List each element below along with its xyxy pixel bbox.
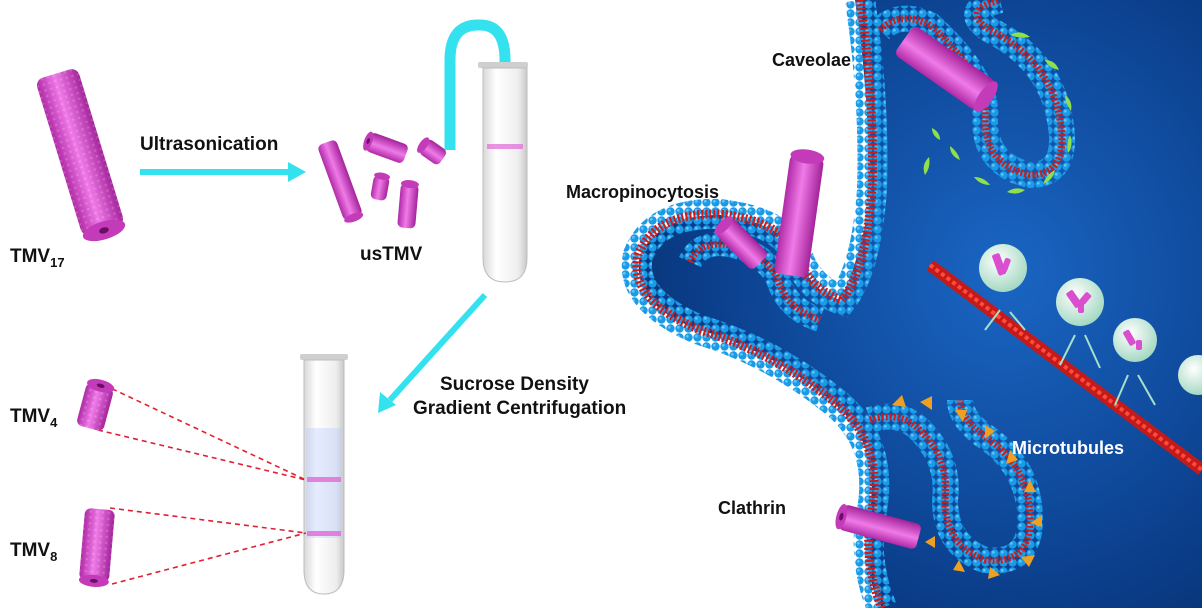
ultrasonication-label: Ultrasonication [140, 134, 278, 155]
fragment-rod-icon [361, 130, 409, 164]
tmv4-rod-icon [76, 376, 116, 432]
test-tube-icon [478, 62, 528, 282]
tmv4-label: TMV4 [10, 406, 58, 430]
fragment-rod-icon [317, 139, 365, 225]
ultrasonication-arrow [140, 162, 306, 182]
tmv17-label: TMV17 [10, 246, 65, 270]
macropinocytosis-rod-icon [774, 147, 825, 277]
sucrose-label-line2: Gradient Centrifugation [413, 398, 626, 419]
tmv17-rod-icon [35, 67, 128, 245]
fragment-rod-icon [397, 179, 419, 228]
macropinocytosis-label: Macropinocytosis [566, 182, 719, 202]
microtubules-label: Microtubules [1012, 438, 1124, 458]
tmv8-label: TMV8 [10, 540, 57, 564]
caveolae-label: Caveolae [772, 50, 851, 70]
centrifugation-arrow [378, 295, 485, 413]
projection-lines [98, 385, 306, 584]
ustmv-label: usTMV [360, 244, 423, 265]
tmv8-rod-icon [78, 508, 115, 588]
ustmv-fragments [317, 130, 448, 228]
clathrin-label: Clathrin [718, 498, 786, 518]
sucrose-label-line1: Sucrose Density [440, 374, 589, 395]
test-tube-icon [300, 354, 348, 594]
fragment-rod-icon [370, 171, 391, 201]
fragment-rod-icon [415, 135, 448, 166]
